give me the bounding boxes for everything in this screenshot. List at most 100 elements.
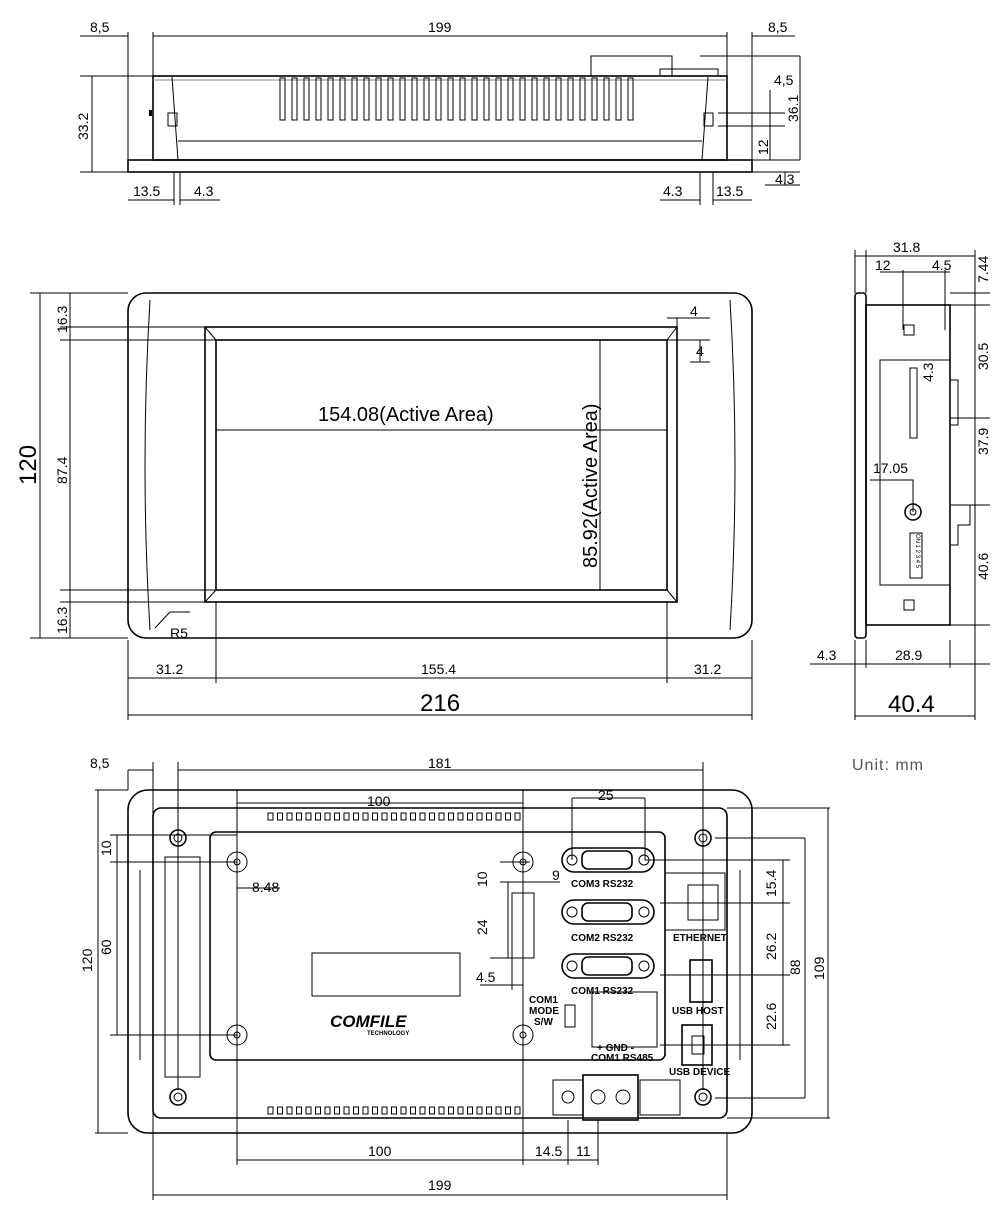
vent-slot [305, 1106, 312, 1115]
dim: 181 [428, 755, 452, 771]
dim: 11 [576, 1143, 591, 1159]
vent-slot [457, 812, 464, 821]
label-ethernet: ETHERNET [673, 933, 727, 944]
vent-slot [486, 812, 492, 821]
logo: COMFILE [330, 1012, 407, 1031]
fin [375, 77, 382, 121]
dsub-shell [561, 953, 655, 979]
screw-center [173, 1092, 183, 1102]
fin [399, 77, 406, 121]
dim: 16.3 [54, 306, 70, 333]
dim: 4.5 [932, 257, 952, 273]
vent-slot [486, 1106, 492, 1115]
vent-slot [296, 812, 302, 821]
vent-slot [505, 1106, 511, 1115]
dim: 100 [367, 793, 391, 809]
dim-height: 120 [15, 445, 42, 485]
side-view: ON 1 2 3 4 5 31.8 12 4.5 7.44 30.5 37.9 … [810, 239, 991, 774]
vent-slot [324, 1106, 331, 1115]
dim: 10 [98, 840, 114, 856]
vent-slot [476, 812, 483, 821]
vent-slot [267, 812, 274, 821]
fin [303, 77, 310, 121]
dim: 31.2 [694, 661, 721, 677]
dim: 9 [552, 867, 560, 883]
dim: 8,5 [90, 19, 110, 35]
rs485-terminal [591, 991, 658, 1048]
vent-slot [277, 1106, 283, 1115]
back-plate [209, 831, 666, 1061]
label-rs485: COM1 RS485 [591, 1053, 654, 1064]
dim: 4.3 [920, 362, 936, 382]
fin [591, 77, 598, 121]
fin [495, 77, 502, 121]
fin [327, 77, 334, 121]
fin [291, 77, 298, 121]
dim: 4.3 [817, 647, 837, 663]
dim: 4 [696, 343, 704, 359]
dim: 4.3 [775, 171, 795, 187]
dim: 15.4 [763, 870, 779, 897]
fin [363, 77, 370, 121]
vent-slot [353, 812, 359, 821]
dsub-screw [566, 960, 578, 972]
unit-label: Unit: mm [852, 757, 924, 774]
vent-slot [495, 1106, 502, 1115]
rear-housing [127, 789, 753, 1134]
vent-slot [448, 1106, 454, 1115]
vent-slot [315, 1106, 321, 1115]
vent-slot [495, 812, 502, 821]
mode-switch [564, 1004, 576, 1028]
fin [483, 77, 490, 121]
dim: 199 [428, 1177, 452, 1193]
label-mode-2: MODE [529, 1006, 559, 1017]
dim: 24 [474, 919, 490, 935]
label-mode-1: COM1 [529, 995, 558, 1006]
power-switch [639, 1079, 681, 1116]
vent-slot [362, 812, 369, 821]
dim: 100 [368, 1143, 392, 1159]
active-area-height: 85.92(Active Area) [580, 403, 602, 568]
dim: 13.5 [716, 183, 743, 199]
fin [615, 77, 622, 121]
dsub-screw [638, 960, 650, 972]
vent-slots [267, 812, 521, 1115]
dim-depth: 40.4 [888, 691, 935, 718]
fin [459, 77, 466, 121]
fin [315, 77, 322, 121]
dip-switch [909, 532, 923, 579]
dim-width: 216 [420, 690, 460, 717]
vent-slot [391, 812, 397, 821]
dim: 31.2 [156, 661, 183, 677]
dim: 37.9 [975, 428, 991, 455]
dim: 8,5 [90, 755, 110, 771]
top-view: 8,5 199 8,5 33.2 4,5 36.1 12 4.3 13.5 4.… [75, 19, 801, 205]
vent-slot [362, 1106, 369, 1115]
label-com2: COM2 RS232 [571, 933, 634, 944]
dim: 31.8 [893, 239, 920, 255]
fin [579, 77, 586, 121]
dim: 4,5 [774, 72, 794, 88]
vent-slot [514, 812, 521, 821]
vent-slot [476, 1106, 483, 1115]
vent-slot [410, 1106, 416, 1115]
fin [447, 77, 454, 121]
vent-slot [315, 812, 321, 821]
dim: 7.44 [975, 256, 991, 283]
label-com1: COM1 RS232 [571, 986, 634, 997]
dim: 4 [690, 303, 698, 319]
vent-slot [514, 1106, 521, 1115]
dim: 12 [875, 257, 891, 273]
dim: 36.1 [785, 95, 801, 122]
dim: 8.48 [252, 879, 279, 895]
sd-slot [909, 367, 918, 439]
dim: 4.5 [476, 969, 496, 985]
fin [603, 77, 610, 121]
vent-slot [505, 812, 511, 821]
dim: 16.3 [54, 607, 70, 634]
fin [567, 77, 574, 121]
label-usb-host: USB HOST [672, 1006, 724, 1017]
dim: 17.05 [873, 460, 908, 476]
dip-label: ON 1 2 3 4 5 [914, 534, 920, 569]
